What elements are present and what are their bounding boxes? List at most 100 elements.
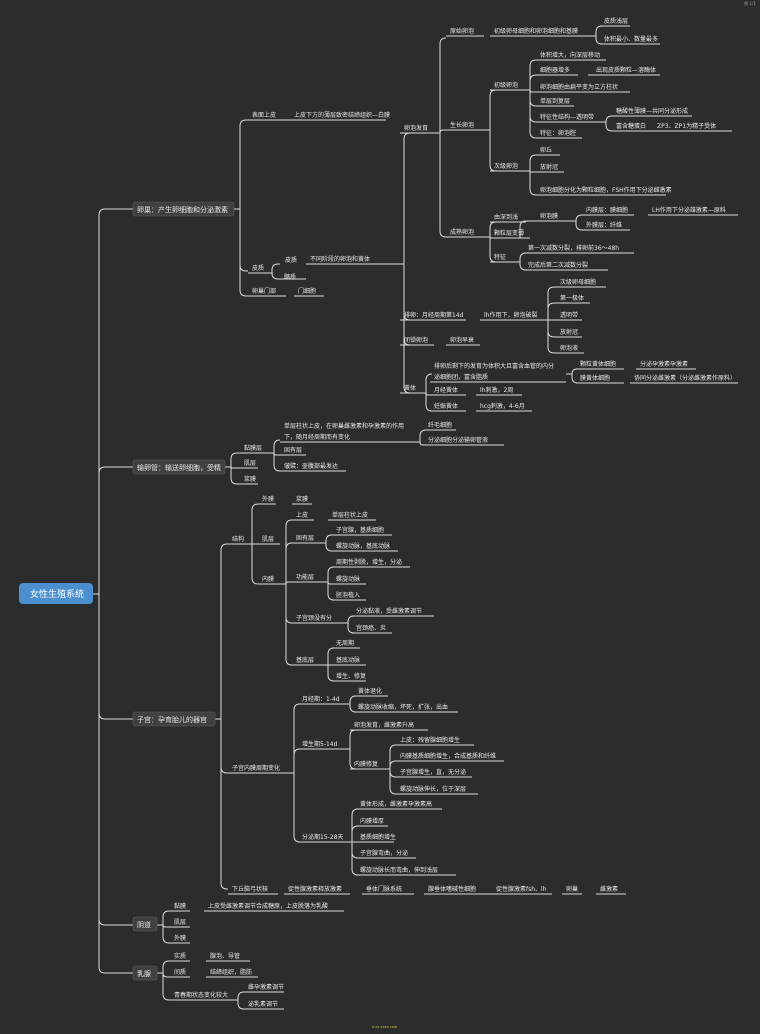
- node-b1-ov5: 卵泡液: [560, 344, 578, 352]
- node-b1-cl-m: 月经黄体: [434, 386, 458, 394]
- node-b1-pri4: 单层到复层: [540, 97, 570, 105]
- node-b3-neck: 子宫颈没有分: [296, 614, 332, 622]
- node-b1-sec: 次级卵泡: [494, 162, 518, 170]
- node-b3-axis: 下丘脑弓状核: [232, 885, 268, 893]
- branch-connector: [414, 429, 427, 446]
- node-b3-repair: 内膜修复: [354, 760, 378, 768]
- node-b2-muc-d2: 下，随月经周期而有变化: [284, 433, 350, 441]
- node-b1-cl-m-d: lh刺激，2周: [480, 386, 513, 394]
- branch-connector: [93, 208, 133, 974]
- node-b4-outer: 外膜: [174, 934, 186, 942]
- node-b1-cl: 黄体: [404, 384, 416, 392]
- branch-box-b2-title: [132, 459, 226, 475]
- node-b1-pri2: 细胞器增多: [540, 66, 570, 74]
- node-b3-ax6: 雌激素: [600, 885, 618, 893]
- node-b1-ov1: 次级卵母细胞: [560, 278, 596, 286]
- node-b1-theca-in: 内膜层：膜细胞: [586, 206, 628, 214]
- node-b1-medulla: 髓质: [284, 273, 296, 281]
- node-b3-mens1: 黄体退化: [358, 687, 382, 695]
- node-b1-ov-hilum: 卵巢门部: [252, 287, 276, 295]
- branch-connector: [346, 808, 359, 876]
- branch-connector: [524, 154, 537, 196]
- branch-connector: [157, 960, 170, 1001]
- node-b1-prim-f1: 皮质浅层: [604, 17, 628, 25]
- mind-map-nodes: 女性生殖系统卵巢：产生卵细胞和分泌激素输卵管：输送卵细胞，受精子宫：孕育胎儿的器…: [19, 17, 736, 1008]
- node-b1-mat1: 由深到浅: [494, 213, 518, 221]
- node-b5-title: 乳腺: [137, 969, 151, 978]
- branch-connector: [322, 647, 335, 682]
- node-b2-title: 输卵管：输送卵细胞，受精: [137, 463, 221, 472]
- node-b1-med-d: 不同阶段的卵泡和黄体: [310, 255, 370, 263]
- node-b3-sec4: 子宫腺弯曲，分泌: [360, 849, 408, 857]
- node-b3-lam2: 螺旋动脉，基底动脉: [336, 542, 390, 550]
- node-b3-structure: 结构: [232, 535, 244, 543]
- node-b1-sec1: 卵丘: [540, 146, 552, 154]
- branch-connector: [215, 543, 228, 890]
- node-b2-serosa: 浆膜: [244, 475, 256, 483]
- node-b1-gl-d: 分泌孕激素孕激素: [640, 360, 688, 368]
- node-b3-rep4: 螺旋动脉伸长，位于深层: [400, 785, 466, 793]
- node-b5-ch1: 雌孕激素调节: [248, 983, 284, 991]
- branch-connector: [384, 744, 397, 795]
- branch-connector: [322, 566, 335, 601]
- branch-connector: [600, 115, 613, 132]
- node-b1-mature: 成熟卵泡: [450, 228, 474, 236]
- node-b4-muc-d: 上皮受雌激素调节合成糖原，上皮脱落为乳酸: [208, 902, 328, 910]
- node-b2-folds: 皱襞：壶腹部最发达: [284, 462, 338, 470]
- watermark: x.xk.xxxx.com: [372, 1025, 398, 1029]
- node-b3-func: 功能层: [296, 573, 314, 581]
- branch-connector: [484, 221, 497, 263]
- node-b2-muc-d1: 单层柱状上皮，在卵巢雌激素和孕激素的作用: [284, 422, 404, 430]
- page-indicator: 图 1/1: [744, 1, 756, 6]
- node-b5-ch2: 泌乳素调节: [248, 1000, 278, 1008]
- node-b3-rep3: 子宫腺增生，直，无分泌: [400, 768, 466, 776]
- connector-lines: [93, 25, 738, 1010]
- node-b5-inter: 间质: [174, 968, 186, 976]
- node-b3-epi-d: 单层柱状上皮: [332, 511, 368, 519]
- node-b1-surface-d: 上皮下方的薄层致密结缔组织—白膜: [294, 111, 390, 119]
- node-b2-secretory: 分泌细胞分泌输卵管液: [428, 436, 488, 444]
- branch-connector: [246, 503, 259, 585]
- node-b1-atresia-d: 卵泡早衰: [450, 336, 474, 344]
- node-b2-muscle: 肌层: [244, 460, 256, 467]
- node-b3-prolif: 增生期5-14d: [302, 740, 338, 748]
- branch-connector: [514, 220, 536, 239]
- branch-connector: [398, 132, 411, 394]
- branch-connector: [320, 534, 333, 552]
- node-b1-title: 卵巢：产生卵细胞和分泌激素: [137, 205, 228, 214]
- node-b1-pri3: 卵泡细胞由扁平变为立方柱状: [540, 83, 618, 91]
- branch-connector: [484, 89, 497, 172]
- node-b3-inner: 内膜: [262, 575, 274, 583]
- node-b3-pro1: 卵泡发育，雌激素升高: [354, 721, 414, 729]
- node-b3-mens: 月经期：1-4d: [302, 695, 340, 703]
- node-b1-pri5b: 富含糖蛋白: [616, 122, 646, 130]
- node-b3-sec5: 螺旋动脉长而弯曲，伸到浅层: [360, 866, 438, 874]
- node-b5-change: 青春期状态变化较大: [174, 991, 228, 999]
- branch-connector: [234, 119, 248, 297]
- node-b1-ovul: 排卵：月经周期第14d: [404, 311, 464, 319]
- node-b1-pri2b: 出现皮质颗粒—溶酶体: [596, 66, 656, 74]
- node-b4-mucosa: 黏膜: [174, 902, 186, 910]
- branch-connector: [420, 373, 433, 412]
- node-b2-lamina: 固有层: [284, 446, 302, 454]
- node-b3-bas3: 增生、修复: [336, 672, 366, 680]
- node-b1-ovul-d: lh作用下，卵泡破裂: [484, 311, 537, 319]
- branch-box-b1-title: [132, 201, 235, 217]
- node-b3-bas1: 无周期: [336, 639, 354, 647]
- node-b3-bas2: 基底动脉: [336, 656, 360, 664]
- node-b1-mat2: 颗粒层变薄: [494, 229, 524, 237]
- node-b1-ov3: 透明带: [560, 311, 578, 319]
- node-b3-outer-d: 浆膜: [296, 495, 308, 503]
- node-b3-func3: 胚泡植入: [336, 591, 360, 599]
- node-b1-cortex: 皮质: [285, 256, 297, 264]
- node-b1-cl-d2: 泌细胞团，富含脂质: [434, 373, 488, 381]
- node-b5-paren: 实质: [174, 952, 186, 960]
- node-b3-outer: 外膜: [262, 495, 274, 503]
- node-b2-mucosa: 黏膜层: [244, 444, 262, 452]
- branch-connector: [514, 252, 527, 271]
- node-b3-rep2: 内膜基质细胞增生，合成基质和纤维: [400, 752, 496, 760]
- branch-connector: [434, 37, 447, 238]
- node-b3-ax2: 垂体门脉系统: [366, 885, 402, 893]
- node-b1-sec3: 卵泡细胞分化为颗粒细胞，FSH作用下分泌雌激素: [540, 186, 672, 194]
- node-b3-ax3: 腺垂体嗜碱性细胞: [428, 885, 476, 893]
